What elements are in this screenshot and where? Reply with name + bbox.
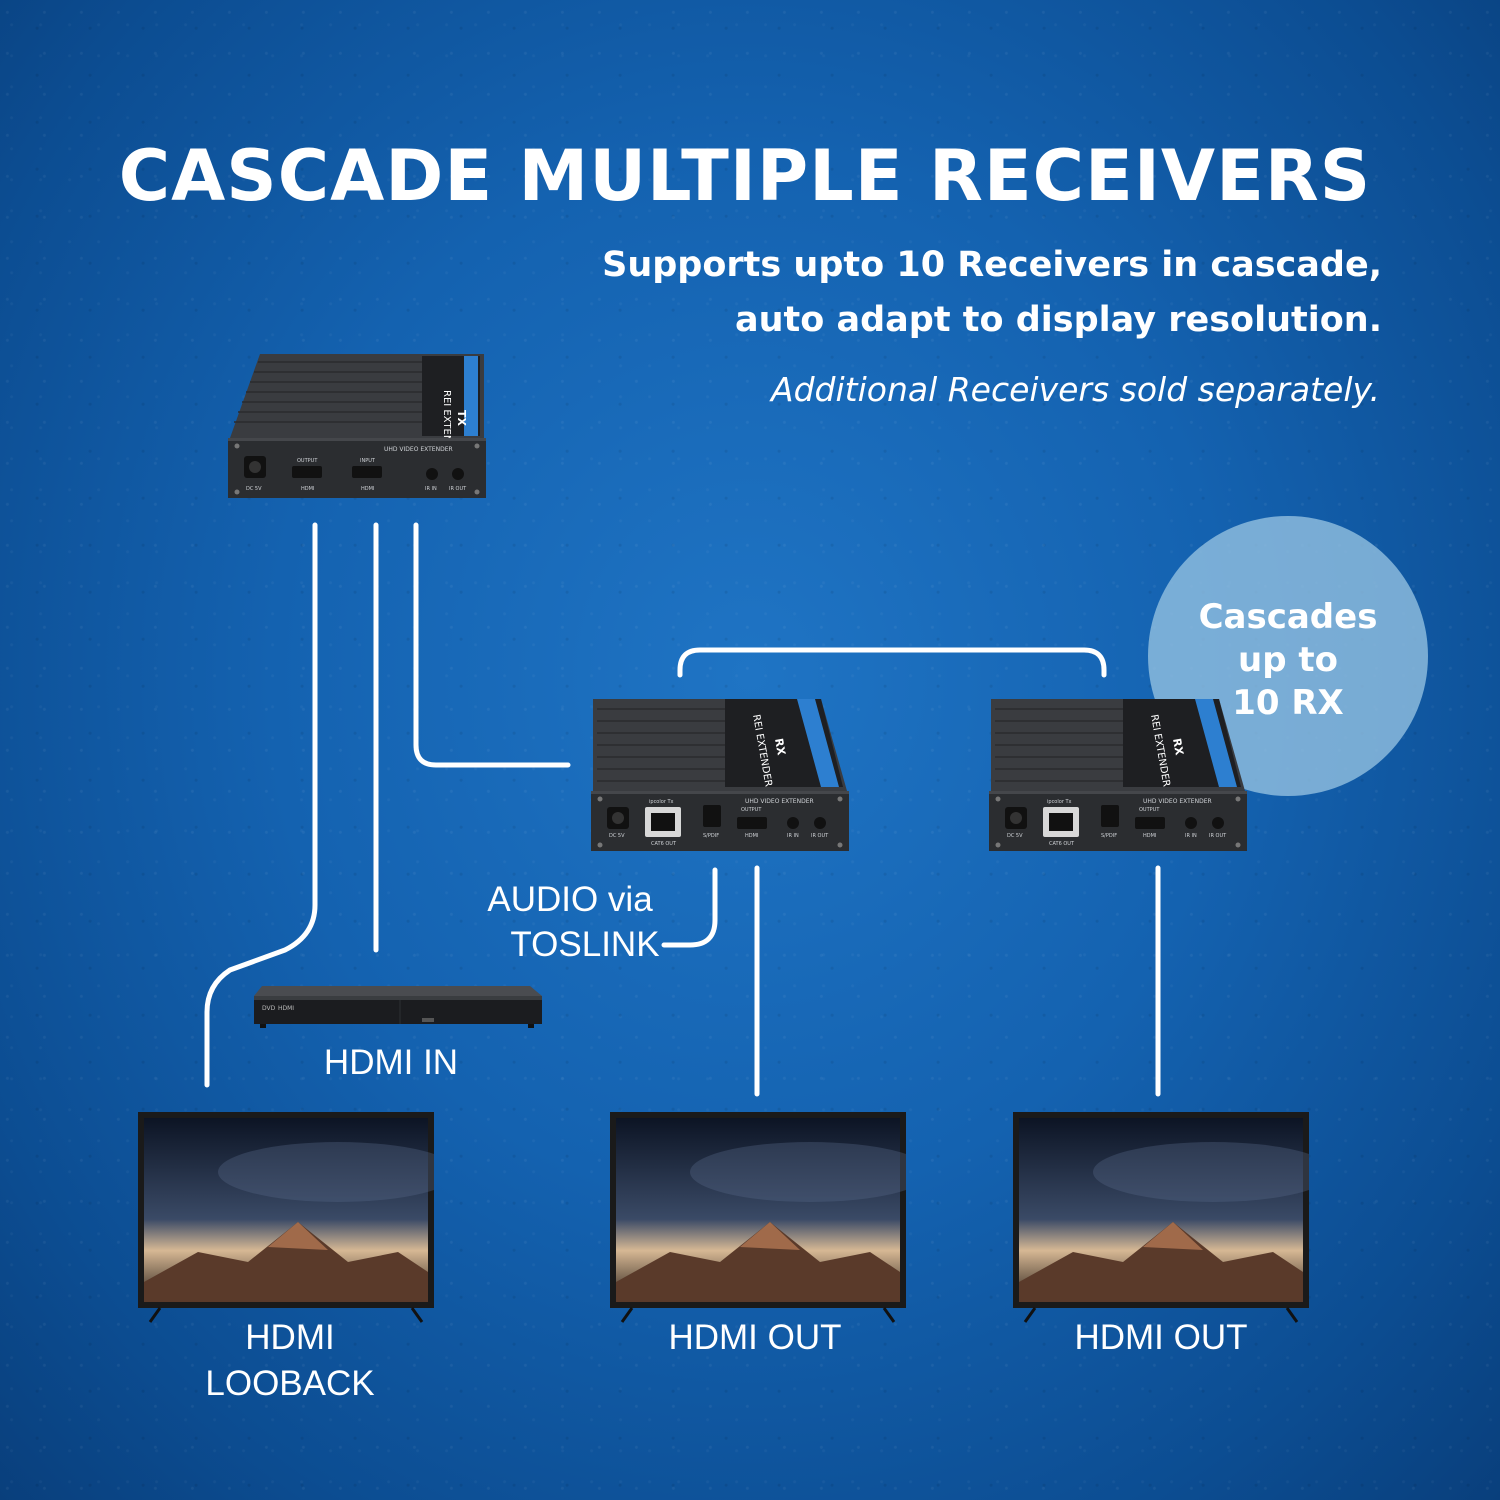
badge-line-1: Cascades (1198, 597, 1378, 637)
tx-ir-out-port (452, 468, 464, 480)
rx1-ir-in-port (787, 817, 799, 829)
label-hdmi-in: HDMI IN (323, 1043, 459, 1082)
rx2-ir-out-port (1212, 817, 1224, 829)
rx1-ir-out-port (814, 817, 826, 829)
subtitle-line-1: Supports upto 10 Receivers in cascade, (602, 245, 1382, 285)
rx2-port-label-ir-out: IR OUT (1209, 833, 1227, 839)
subtitle-line-2: auto adapt to display resolution. (735, 300, 1382, 340)
tx-ir-in-port (426, 468, 438, 480)
dvd-player-device: DVD HDMI (254, 986, 542, 1028)
tx-port-label-ir-in: IR IN (425, 486, 437, 492)
rx1-port-label-spdif: S/PDIF (703, 833, 719, 839)
rx2-port-label-spdif: S/PDIF (1101, 833, 1117, 839)
transmitter-device: REI EXTENDER TX UHD VIDEO EXTENDER DC 5V… (228, 354, 486, 498)
rx2-spdif-port (1101, 805, 1119, 827)
rx2-port-label-hdmi: HDMI (1143, 833, 1156, 839)
rx1-port-label-ir-out: IR OUT (811, 833, 829, 839)
tv-hdmi-out-1 (610, 1112, 906, 1323)
sold-separately-note: Additional Receivers sold separately. (771, 370, 1380, 409)
receiver-2-device: REI EXTENDER RX UHD VIDEO EXTENDER DC 5V… (989, 699, 1247, 851)
label-audio-line-2: TOSLINK (510, 925, 660, 964)
rx1-port-label-output: OUTPUT (741, 807, 762, 813)
rx2-port-label-ir-in: IR IN (1185, 833, 1197, 839)
rx-cascade-cable (677, 647, 1107, 678)
tx-hdmi-input-port (352, 466, 382, 478)
tv-hdmi-out-2 (1013, 1112, 1309, 1323)
dvd-hdmi-badge: HDMI (278, 1005, 294, 1012)
rx1-model: RX (772, 737, 788, 756)
rx2-port-label-dc: DC 5V (1007, 833, 1023, 839)
label-hdmi-out-2: HDMI OUT (1074, 1318, 1248, 1357)
tx-to-rx-cable (413, 522, 571, 768)
tx-port-label-output: OUTPUT (297, 458, 318, 464)
rx2-port-label-ipcolor: ipcolor Tx (1047, 799, 1072, 805)
rx1-port-label-ir-in: IR IN (787, 833, 799, 839)
receiver-1-device: REI EXTENDER RX UHD VIDEO EXTENDER DC 5V… (591, 699, 849, 851)
rx1-spdif-port (703, 805, 721, 827)
loopback-cable (204, 522, 318, 1088)
rx1-port-label-dc: DC 5V (609, 833, 625, 839)
tx-port-label-input: INPUT (360, 458, 376, 464)
badge-line-2: up to (1238, 640, 1338, 680)
rx1-port-label-ipcolor: ipcolor Tx (649, 799, 674, 805)
rx1-port-label-hdmi: HDMI (745, 833, 758, 839)
rx2-hdmi-output-port (1135, 817, 1165, 829)
toslink-cable (661, 867, 718, 948)
dvd-logo: DVD (262, 1005, 276, 1012)
label-hdmi-out-1: HDMI OUT (668, 1318, 842, 1357)
label-loopback-line-2: LOOBACK (205, 1364, 375, 1403)
rx2-panel-label: UHD VIDEO EXTENDER (1143, 798, 1212, 805)
tv-loopback (138, 1112, 434, 1323)
tx-hdmi-output-port (292, 466, 322, 478)
rx2-ir-in-port (1185, 817, 1197, 829)
tx-port-label-hdmi-in: HDMI (361, 486, 374, 492)
rx2-port-label-cat6: CAT6 OUT (1049, 841, 1075, 847)
badge-line-3: 10 RX (1232, 683, 1344, 723)
rx1-panel-label: UHD VIDEO EXTENDER (745, 798, 814, 805)
page-title: CASCADE MULTIPLE RECEIVERS (118, 135, 1372, 217)
tx-panel-label: UHD VIDEO EXTENDER (384, 446, 453, 453)
tx-port-label-hdmi-out: HDMI (301, 486, 314, 492)
label-audio-line-1: AUDIO via (487, 880, 653, 919)
label-loopback-line-1: HDMI (245, 1318, 335, 1357)
rx1-hdmi-output-port (737, 817, 767, 829)
rx2-port-label-output: OUTPUT (1139, 807, 1160, 813)
cascade-badge-text: Cascades up to 10 RX (1148, 596, 1428, 725)
tx-model: TX (455, 410, 468, 427)
tx-brand: REI EXTENDER (441, 390, 452, 463)
rx2-model: RX (1170, 737, 1186, 756)
tx-port-label-ir-out: IR OUT (449, 486, 467, 492)
tx-port-label-dc: DC 5V (246, 486, 262, 492)
rx1-port-label-cat6: CAT6 OUT (651, 841, 677, 847)
